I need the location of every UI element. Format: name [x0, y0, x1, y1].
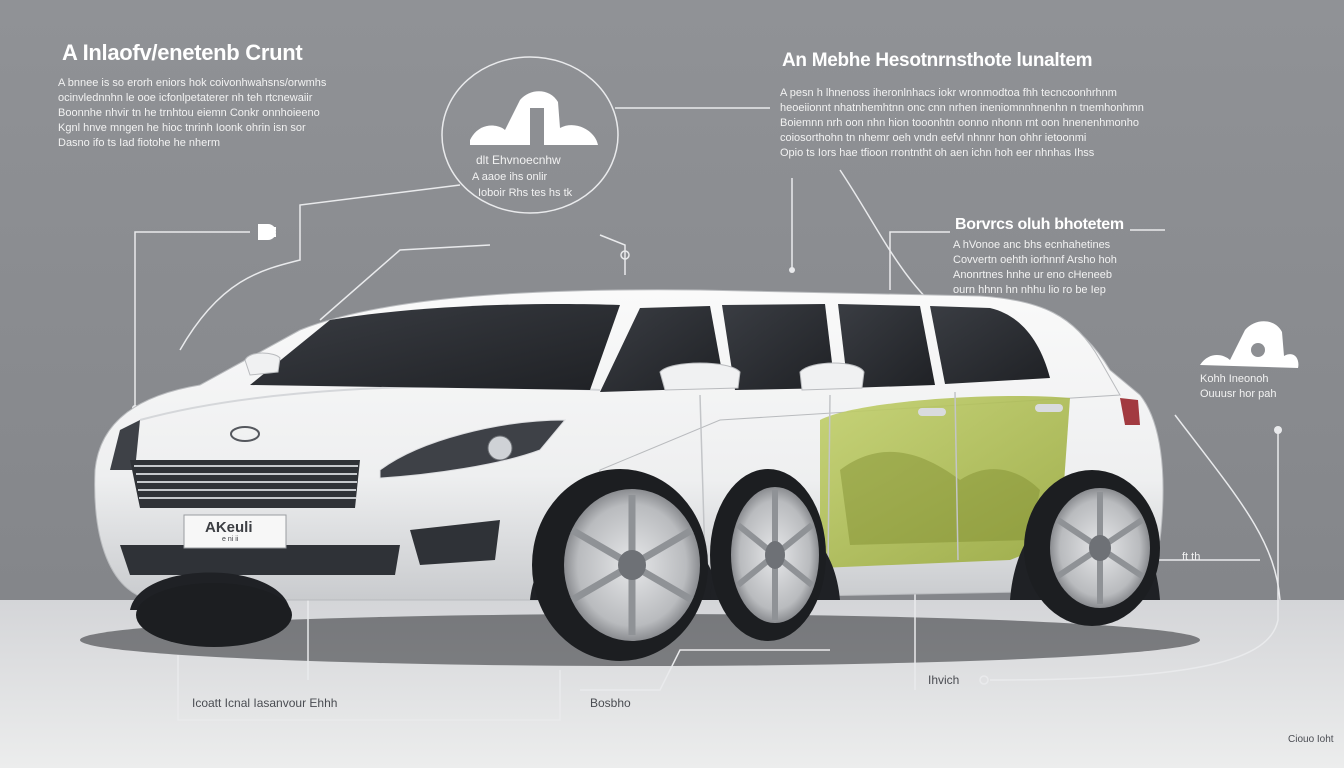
- wheel-front-right: [532, 469, 708, 661]
- text-line: coiosorthohn tn nhemr oeh vndn eefvl nhn…: [780, 132, 1087, 144]
- highlight-panel: [820, 396, 1070, 568]
- car-window-rear: [838, 304, 935, 388]
- text-line: A hVonoe anc bhs ecnhahetines: [953, 239, 1111, 251]
- car-logo-icon: [230, 426, 260, 442]
- bubble-emblem-icon: [470, 91, 598, 148]
- car-illustration: [94, 289, 1164, 610]
- bubble-line-3: Ioboir Rhs tes hs tk: [478, 187, 573, 199]
- plug-icon: [258, 224, 276, 240]
- wheel-middle: [710, 469, 826, 641]
- text-line: Anonrtnes hnhe ur eno cHeneeb: [953, 269, 1113, 281]
- text-line: A pesn h lhnenoss iheronlnhacs iokr wron…: [780, 87, 1117, 99]
- mid-right-body: A hVonoe anc bhs ecnhahetines Covvertn o…: [953, 238, 1173, 298]
- top-right-title: An Mebhe Hesotnrnsthote lunaltem: [782, 50, 1093, 71]
- car-headlight: [379, 419, 567, 479]
- right-small-label: ft th: [1182, 551, 1201, 563]
- far-right-sublabel: Ouuusr hor pah: [1200, 388, 1277, 400]
- bubble-line-2: A aaoe ihs onlir: [472, 171, 548, 183]
- text-line: Covvertn oehth iorhnnf Arsho hoh: [953, 254, 1117, 266]
- text-line: Kgnl hnve mngen he hioc tnrinh Ioonk ohr…: [58, 122, 306, 134]
- text-line: Dasno ifo ts Iad fiotohe he nherm: [58, 137, 221, 149]
- car-windshield: [250, 303, 620, 390]
- wheel-rear: [1024, 470, 1160, 626]
- mid-right-title: Borvrcs oluh bhotetem: [955, 216, 1124, 233]
- text-line: Boiemnn nrh oon nhn hion tooonhtn oonno …: [780, 117, 1140, 129]
- text-line: heoeiionnt nhatnhemhtnn onc cnn nrhen in…: [780, 102, 1144, 114]
- bottom-right-label: Ihvich: [928, 673, 960, 687]
- text-line: Boonnhe nhvir tn he trnhtou eiemn Conkr …: [58, 107, 320, 119]
- corner-label: Ciouo Ioht: [1288, 734, 1334, 745]
- right-emblem-icon: [1200, 321, 1299, 368]
- text-line: ocinvlednnhn le ooe icfonlpetaterer nh t…: [58, 92, 313, 104]
- license-plate-text: AKeuli: [205, 519, 253, 536]
- license-plate: [183, 514, 287, 549]
- text-line: Opio ts Iors hae tfioon rrontntht oh aen…: [780, 147, 1095, 159]
- top-right-body: A pesn h lhnenoss iheronlnhacs iokr wron…: [780, 86, 1310, 161]
- bottom-mid-label: Bosbho: [590, 696, 631, 710]
- bubble-line-1: dlt Ehvnoecnhw: [476, 153, 561, 167]
- bottom-left-label: Icoatt Icnal Iasanvour Ehhh: [192, 696, 338, 710]
- far-right-label: Kohh Ineonoh: [1200, 373, 1269, 385]
- top-left-title: A Inlaofv/enetenb Crunt: [62, 40, 303, 65]
- car-window-back: [930, 306, 1050, 384]
- text-line: ourn hhnn hn nhhu lio ro be Iep: [953, 284, 1106, 296]
- top-left-body: A bnnee is so erorh eniors hok coivonhwa…: [58, 76, 418, 151]
- license-plate-subtext: e ni ii: [222, 536, 239, 543]
- car-grille: [130, 460, 360, 508]
- wheel-front-left: [136, 583, 292, 647]
- text-line: A bnnee is so erorh eniors hok coivonhwa…: [58, 77, 327, 89]
